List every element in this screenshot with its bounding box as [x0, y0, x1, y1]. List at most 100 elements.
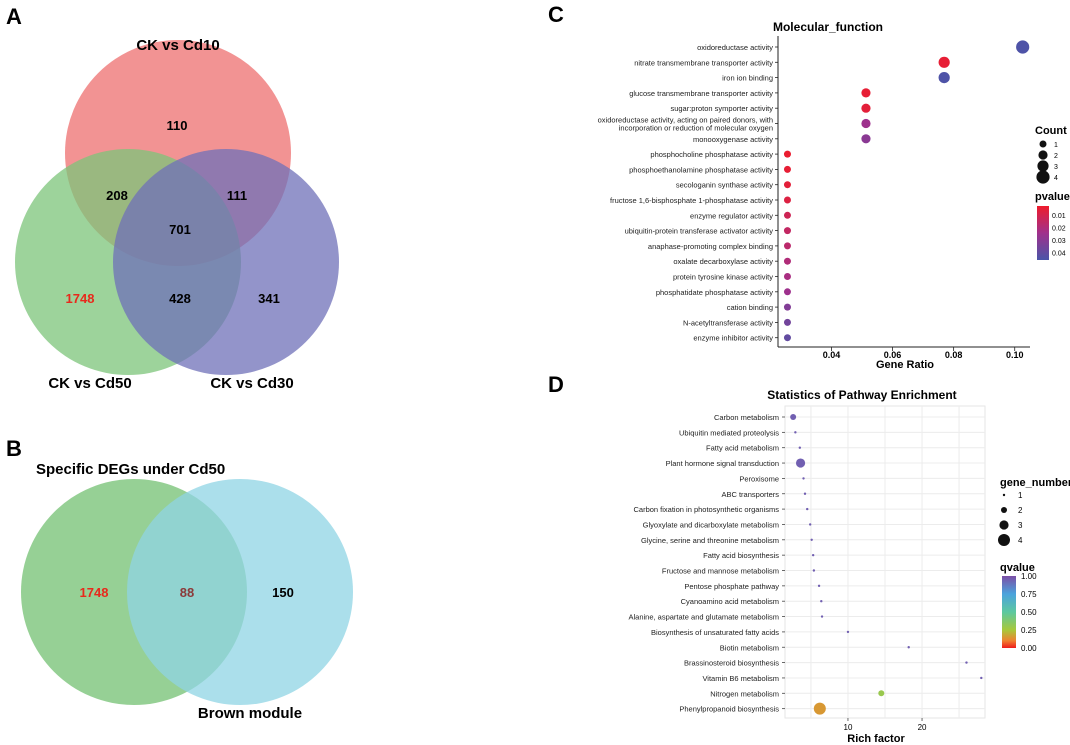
chart-c-x-tick-label: 0.06: [884, 350, 902, 360]
chart-d-category-label: Vitamin B6 metabolism: [702, 674, 779, 683]
chart-c-category-label: N-acetyltransferase activity: [683, 318, 773, 327]
chart-d-point: [803, 492, 807, 495]
legend-d-qvalue-label: 0.25: [1021, 626, 1037, 635]
chart-d-category-label: Carbon metabolism: [714, 413, 779, 422]
chart-c-point: [783, 318, 791, 326]
chart-c-x-tick-label: 0.10: [1006, 350, 1024, 360]
chart-d-points: [790, 414, 983, 715]
chart-d-point: [878, 690, 885, 697]
chart-d-point: [794, 431, 797, 434]
chart-d-category-label: ABC transporters: [721, 490, 779, 499]
chart-d-category-label: Glyoxylate and dicarboxylate metabolism: [643, 520, 779, 529]
chart-c-category-label: phosphocholine phosphatase activity: [650, 150, 773, 159]
chart-d-point: [806, 507, 809, 511]
chart-c-category-label: fructose 1,6-bisphosphate 1-phosphatase …: [610, 196, 773, 205]
legend-c-pvalue-gradient: [1037, 206, 1049, 260]
legend-c-count-label: 3: [1054, 164, 1058, 171]
venn-count-only-cd50: 1748: [66, 291, 95, 306]
venn-set-cd30: [113, 149, 339, 375]
panel-letter-a: A: [6, 4, 22, 29]
venn-b-count-both: 88: [180, 585, 194, 600]
venn-set-brown-module: [127, 479, 353, 705]
chart-c-point: [783, 211, 791, 219]
chart-d-point: [817, 584, 821, 588]
panel-d: D Statistics of Pathway Enrichment Carbo…: [548, 372, 1070, 745]
chart-d-category-label: Pentose phosphate pathway: [684, 582, 779, 591]
legend-d-qvalue-title: qvalue: [1000, 562, 1035, 574]
legend-c-pvalue-label: 0.02: [1052, 225, 1066, 232]
chart-d-point: [820, 600, 823, 603]
chart-d-category-label: Biotin metabolism: [720, 643, 779, 652]
venn-label-brown-module: Brown module: [198, 705, 302, 722]
chart-d-point: [820, 615, 824, 618]
chart-c-category-label: monooxygenase activity: [693, 135, 773, 144]
legend-d-gene-number-label: 1: [1018, 491, 1023, 500]
chart-d-grid: [785, 406, 985, 718]
chart-d-point: [813, 702, 826, 715]
legend-d-qvalue-label: 0.00: [1021, 644, 1037, 653]
chart-c-category-label: phosphoethanolamine phosphatase activity: [629, 165, 773, 174]
chart-d-point: [846, 630, 850, 634]
legend-c-count-dot: [1038, 150, 1048, 160]
chart-c-category-label: glucose transmembrane transporter activi…: [629, 89, 773, 98]
chart-d-category-label: Brassinosteroid biosynthesis: [684, 659, 779, 668]
legend-d-qvalue-label: 0.50: [1021, 608, 1037, 617]
legend-c-count-dot: [1039, 140, 1047, 148]
legend-c-count-label: 1: [1054, 142, 1058, 149]
venn-count-cd50-cd30: 428: [169, 291, 191, 306]
chart-d-category-label: Nitrogen metabolism: [710, 689, 779, 698]
legend-d-gene-number-label: 2: [1018, 506, 1023, 515]
venn-count-cd10-cd50: 208: [106, 188, 128, 203]
chart-c-category-label: secologanin synthase activity: [676, 181, 773, 190]
chart-c-category-label: enzyme regulator activity: [690, 211, 773, 220]
chart-d-category-label: Phenylpropanoid biosynthesis: [679, 705, 779, 714]
venn-b-count-only-left: 1748: [80, 585, 109, 600]
legend-d-qvalue-label: 0.75: [1021, 590, 1037, 599]
chart-c-category-label: phosphatidate phosphatase activity: [656, 288, 773, 297]
chart-d-point: [812, 569, 816, 572]
legend-c-pvalue-label: 0.03: [1052, 238, 1066, 245]
chart-c-point: [861, 134, 871, 144]
chart-d-point: [795, 458, 806, 468]
legend-d-qvalue-gradient: [1002, 576, 1016, 648]
chart-c-category-label: cation binding: [727, 303, 773, 312]
chart-d-point: [980, 676, 983, 680]
venn-count-cd10-cd30: 111: [227, 188, 247, 203]
venn-count-only-cd10: 110: [167, 118, 188, 133]
chart-c-category-label: anaphase-promoting complex binding: [648, 242, 773, 251]
chart-c-point: [783, 257, 791, 265]
chart-d-point: [811, 553, 815, 557]
legend-c-count-label: 2: [1054, 153, 1058, 160]
legend-d-qvalue: 1.000.750.500.250.00: [1021, 572, 1037, 653]
chart-c-points: [783, 40, 1030, 342]
chart-d-category-label: Peroxisome: [739, 474, 779, 483]
chart-c-point: [783, 150, 791, 158]
chart-d-category-label: Fatty acid metabolism: [706, 444, 779, 453]
chart-d-category-label: Fatty acid biosynthesis: [703, 551, 779, 560]
legend-c-count-label: 4: [1054, 175, 1058, 182]
chart-d-category-label: Ubiquitin mediated proteolysis: [679, 428, 779, 437]
chart-d-category-label: Fructose and mannose metabolism: [662, 567, 779, 576]
legend-d-gene-number-dot: [998, 534, 1010, 546]
chart-d-title: Statistics of Pathway Enrichment: [767, 388, 956, 402]
legend-c-pvalue-title: pvalue: [1035, 191, 1070, 203]
legend-c-count: 1 2 3 4: [1036, 140, 1058, 184]
chart-c-point: [938, 56, 950, 68]
chart-d-point: [802, 477, 805, 480]
chart-d-category-label: Alanine, aspartate and glutamate metabol…: [628, 613, 779, 622]
chart-c-point: [783, 242, 791, 250]
panel-b: B Specific DEGs under Cd50 Brown module …: [6, 436, 353, 722]
chart-c-category-label: iron ion binding: [722, 74, 773, 83]
chart-c-category-label: nitrate transmembrane transporter activi…: [634, 58, 773, 67]
chart-d-x-tick-label: 10: [844, 723, 853, 732]
venn-label-cd30: CK vs Cd30: [210, 375, 293, 392]
venn-count-all: 701: [169, 222, 191, 237]
chart-c-point: [783, 303, 791, 311]
legend-d-gene-number-title: gene_number: [1000, 477, 1070, 489]
chart-c-point: [783, 273, 791, 280]
panel-letter-b: B: [6, 436, 22, 461]
chart-c-category-label: oxalate decarboxylase activity: [673, 257, 773, 266]
